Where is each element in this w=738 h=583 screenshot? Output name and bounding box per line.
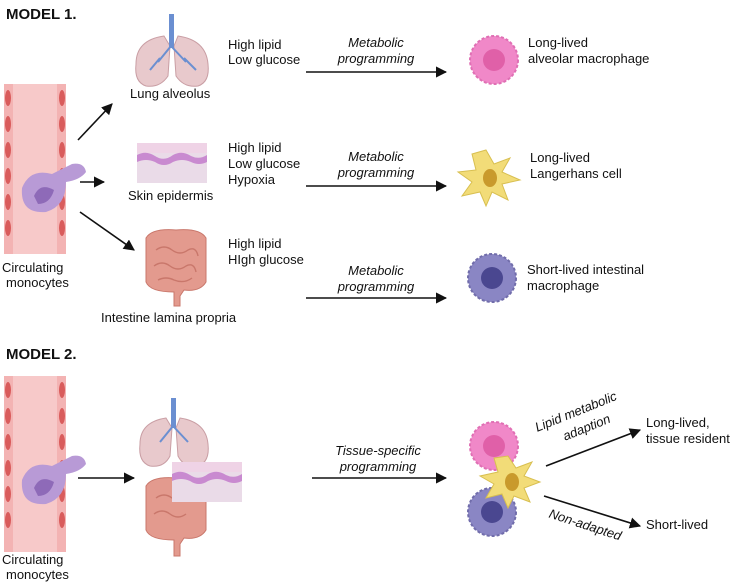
process-intestine-2: programming: [337, 279, 415, 294]
arrow-non-adapted: [543, 495, 642, 529]
process-lung-2: programming: [337, 51, 415, 66]
monocyte-icon-model2: [21, 455, 86, 505]
alveolar-macrophage-icon: [469, 35, 519, 85]
outcome-skin-2: Langerhans cell: [530, 166, 622, 181]
arrow-adapted: [545, 428, 642, 467]
arrow-to-intestine: [79, 211, 135, 251]
outcome-skin-1: Long-lived: [530, 150, 590, 165]
blood-vessel-model1: [4, 84, 66, 254]
process-tissue-specific-2: programming: [339, 459, 417, 474]
process-tissue-specific-1: Tissue-specific: [335, 443, 421, 458]
outcome-intestine-2: macrophage: [527, 278, 600, 293]
tissue-label-lung: Lung alveolus: [130, 86, 211, 101]
model1-title: MODEL 1.: [6, 6, 77, 23]
condition-intestine-2: HIgh glucose: [228, 252, 304, 267]
condition-lung-1: High lipid: [228, 37, 282, 52]
combined-tissues-icon: [139, 398, 242, 557]
outcome-lung-2: alveolar macrophage: [528, 51, 650, 66]
process-intestine-1: Metabolic: [348, 263, 404, 278]
intestine-icon: [145, 229, 207, 307]
vessel-label-line1: Circulating: [2, 260, 64, 275]
arrow-to-lung: [77, 103, 113, 141]
skin-epidermis-icon: [137, 143, 207, 183]
tissue-label-skin: Skin epidermis: [128, 188, 214, 203]
outcome-intestine-1: Short-lived intestinal: [527, 262, 645, 277]
process-skin-2: programming: [337, 165, 415, 180]
process-skin-1: Metabolic: [348, 149, 404, 164]
cell-cluster-icon: [467, 421, 542, 537]
intestinal-macrophage-icon: [467, 253, 517, 303]
lung-icon: [135, 14, 209, 87]
process-lung-1: Metabolic: [348, 35, 404, 50]
vessel-label-line2: monocytes: [6, 275, 69, 290]
monocyte-icon: [21, 163, 86, 213]
model2-title: MODEL 2.: [6, 346, 77, 363]
vessel2-label-line1: Circulating: [2, 552, 64, 567]
condition-skin-2: Low glucose: [228, 156, 301, 171]
condition-skin-1: High lipid: [228, 140, 282, 155]
langerhans-cell-icon: [456, 149, 522, 208]
condition-lung-2: Low glucose: [228, 52, 301, 67]
outcome-lung-1: Long-lived: [528, 35, 588, 50]
condition-skin-3: Hypoxia: [228, 172, 275, 187]
outcome-down: Short-lived: [646, 517, 709, 532]
condition-intestine-1: High lipid: [228, 236, 282, 251]
outcome-up-1: Long-lived,: [646, 415, 710, 430]
tissue-label-intestine: Intestine lamina propria: [101, 310, 237, 325]
outcome-up-2: tissue resident: [646, 431, 730, 446]
vessel2-label-line2: monocytes: [6, 567, 69, 582]
